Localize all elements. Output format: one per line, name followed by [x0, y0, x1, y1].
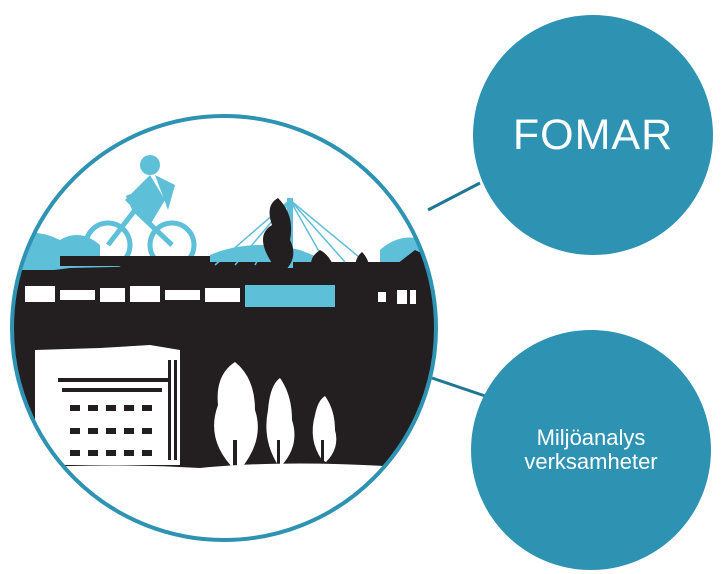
- city-illustration: [12, 116, 436, 540]
- miljoanalys-bubble: Miljöanalys verksamheter: [471, 330, 711, 570]
- illustration-circle-border: [10, 114, 438, 542]
- connector-line-bottom: [431, 376, 492, 400]
- connector-line-top: [427, 181, 481, 212]
- fomar-label: FOMAR: [512, 110, 674, 159]
- fomar-bubble: FOMAR: [473, 15, 713, 255]
- miljoanalys-label: Miljöanalys verksamheter: [524, 425, 658, 474]
